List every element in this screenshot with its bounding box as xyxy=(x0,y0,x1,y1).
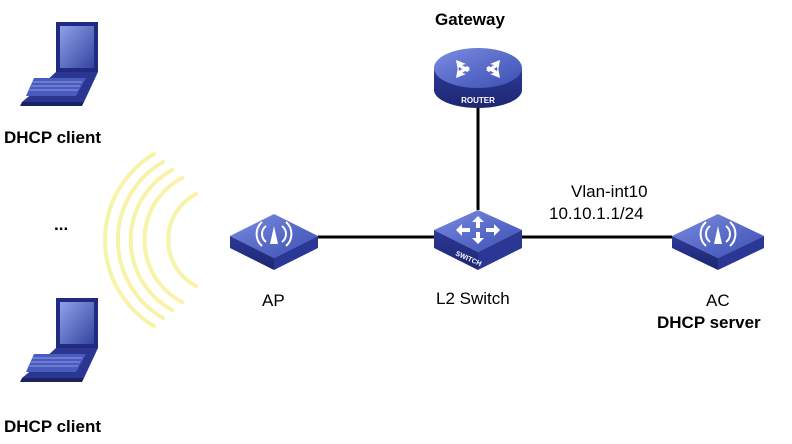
laptop-icon xyxy=(20,298,98,382)
ac-interface-label: Vlan-int10 xyxy=(571,182,648,201)
wireless-signal-icon xyxy=(103,152,198,328)
ap-label: AP xyxy=(262,291,285,310)
gateway-label: Gateway xyxy=(435,10,505,29)
switch-icon: SWITCH xyxy=(434,210,522,270)
access-point-icon xyxy=(230,214,318,270)
router-device-text: ROUTER xyxy=(461,96,495,105)
ac-label: AC xyxy=(706,291,730,310)
router-icon: ROUTER xyxy=(434,48,522,108)
access-controller-icon xyxy=(672,214,764,270)
switch-label: L2 Switch xyxy=(436,289,510,308)
laptop-icon xyxy=(20,22,98,106)
client-bottom-label: DHCP client xyxy=(4,417,101,436)
ac-role-label: DHCP server xyxy=(657,313,761,332)
client-top-label: DHCP client xyxy=(4,128,101,147)
client-ellipsis: ... xyxy=(54,215,69,234)
ac-ip-label: 10.10.1.1/24 xyxy=(549,204,644,223)
